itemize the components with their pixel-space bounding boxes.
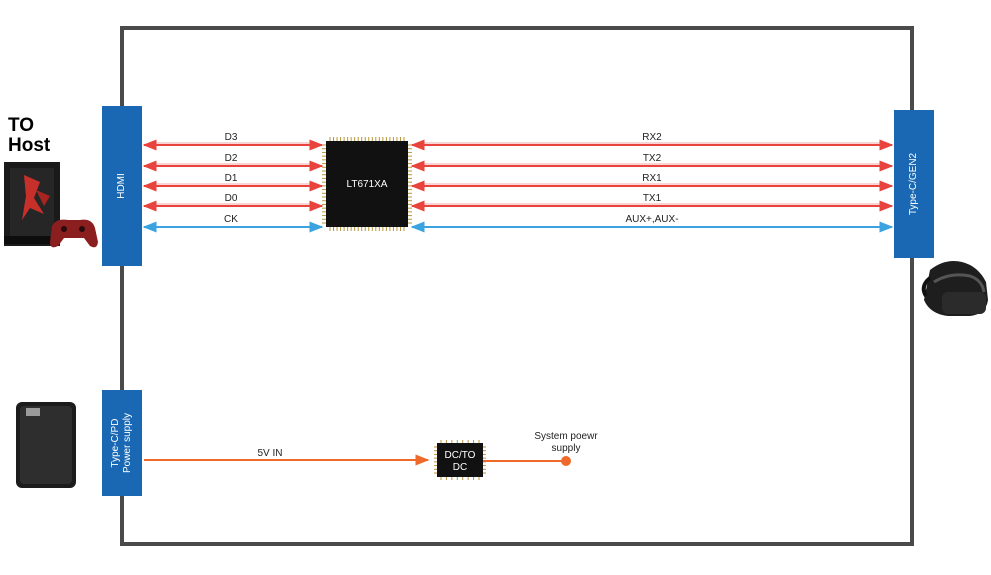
converter-label-line1: DC/TO bbox=[445, 450, 476, 461]
signal-label-right: AUX+,AUX- bbox=[625, 214, 678, 225]
system-power-label-line2: supply bbox=[552, 443, 581, 454]
converter-label-line2: DC bbox=[453, 462, 467, 473]
system-power-label-line1: System poewr bbox=[534, 431, 598, 442]
dc-dc-converter-chip bbox=[434, 440, 486, 480]
typec-pd-port-label-line2: Power supply bbox=[122, 412, 133, 474]
system-power-node bbox=[561, 456, 571, 466]
lt671xa-chip bbox=[322, 137, 412, 231]
game-controller-icon bbox=[50, 219, 98, 248]
signal-label-left: D3 bbox=[225, 132, 238, 143]
hdmi-port-label: HDMI bbox=[116, 173, 127, 199]
game-console-icon bbox=[4, 162, 60, 246]
board-frame bbox=[120, 26, 914, 546]
chip-label: LT671XA bbox=[347, 179, 388, 190]
typec-pd-port-label-line1: Type-C/PD bbox=[110, 418, 121, 468]
signal-label-left: D2 bbox=[225, 153, 238, 164]
signal-label-right: RX2 bbox=[642, 132, 662, 143]
signal-label-left: CK bbox=[224, 214, 238, 225]
typec-gen2-port-label: Type-C/GEN2 bbox=[908, 152, 919, 216]
typec-pd-port-block bbox=[102, 390, 142, 496]
vr-headset-icon bbox=[921, 261, 988, 316]
signal-label-right: RX1 bbox=[642, 173, 662, 184]
host-label-line2: Host bbox=[8, 135, 51, 156]
signal-label-left: D0 bbox=[225, 193, 238, 204]
hdmi-port-block bbox=[102, 106, 142, 266]
typec-pd-port-label: Type-C/PD Power supply bbox=[110, 393, 134, 493]
host-label-line1: TO bbox=[8, 115, 35, 136]
signal-label-right: TX1 bbox=[643, 193, 662, 204]
signal-label-left: D1 bbox=[225, 173, 238, 184]
host-label: TO Host bbox=[8, 116, 50, 156]
signal-label-right: TX2 bbox=[643, 153, 662, 164]
typec-gen2-port-block bbox=[894, 110, 934, 258]
power-input-label: 5V IN bbox=[257, 448, 282, 459]
power-bank-icon bbox=[16, 402, 76, 488]
